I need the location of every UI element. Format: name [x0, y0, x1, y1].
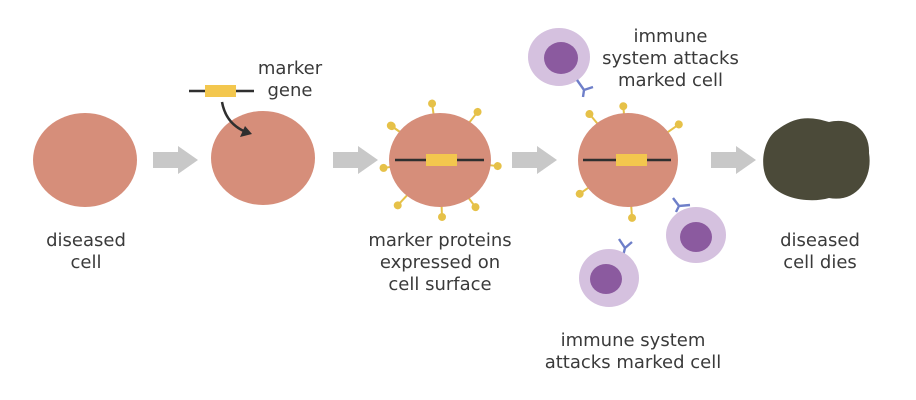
arrow-right-icon — [153, 146, 198, 174]
dead-cell — [763, 118, 870, 201]
diseased-cell — [33, 113, 137, 207]
arrow-right-icon — [333, 146, 378, 174]
label-diseased-cell: diseased cell — [46, 230, 126, 273]
label-immune-attack-bottom: immune system attacks marked cell — [544, 330, 722, 373]
immune-cell-bottom — [579, 238, 639, 307]
curved-arrow-head — [240, 126, 252, 137]
marked-cell — [379, 99, 502, 221]
cell-receiving-gene — [211, 111, 315, 205]
attacked-cell — [575, 102, 683, 222]
label-cell-dies: diseased cell dies — [780, 230, 860, 273]
integrated-marker-gene — [583, 154, 671, 166]
arrow-right-icon — [512, 146, 557, 174]
label-immune-attack-top: immune system attacks marked cell — [602, 26, 739, 91]
curved-arrow-icon — [220, 101, 247, 134]
label-marker-proteins: marker proteins expressed on cell surfac… — [368, 230, 512, 295]
immune-cell-top — [528, 28, 594, 98]
marker-gene — [189, 85, 254, 97]
arrow-right-icon — [711, 146, 756, 174]
integrated-marker-gene — [395, 154, 484, 166]
receptor-icon — [576, 79, 594, 98]
receptor-icon — [672, 197, 691, 213]
immune-cell-right — [666, 197, 726, 263]
label-marker-gene: marker gene — [257, 58, 323, 101]
